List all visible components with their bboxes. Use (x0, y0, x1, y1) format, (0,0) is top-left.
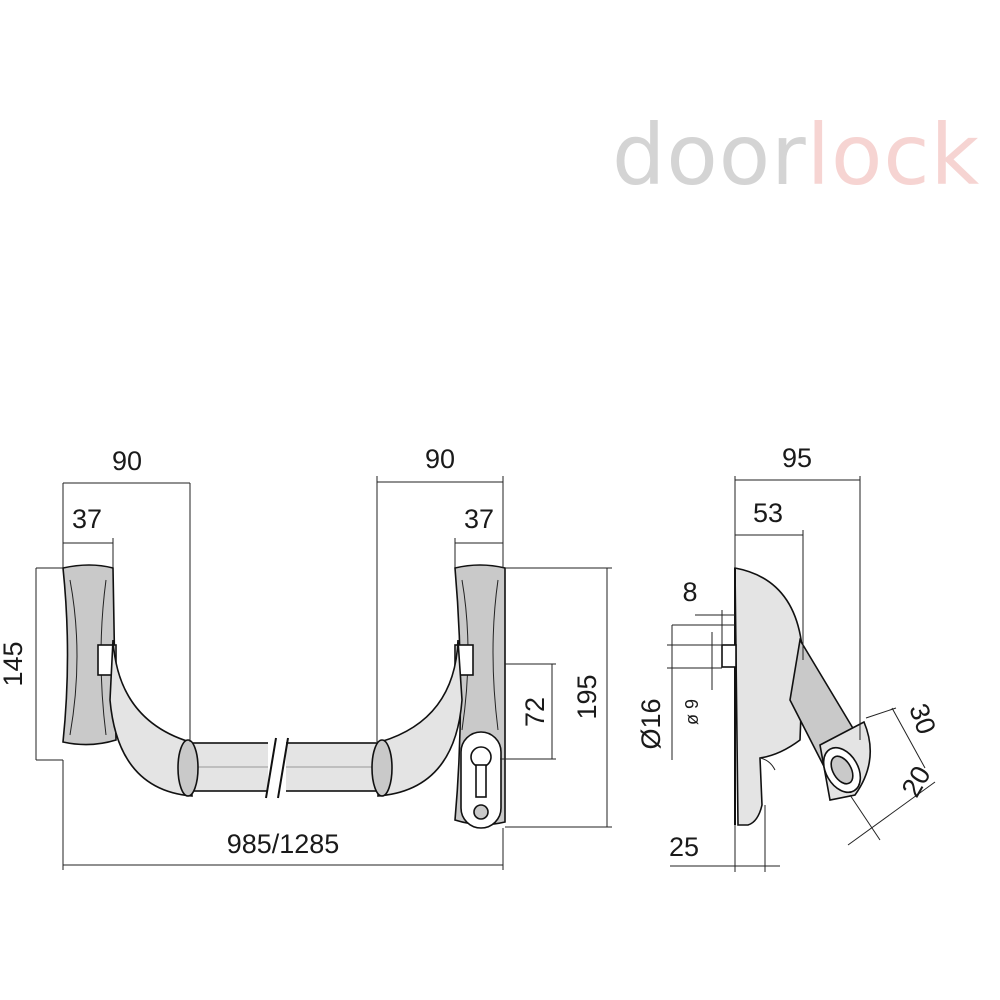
side-dimension-lines (667, 476, 936, 872)
dim-side-hole: ø 9 (682, 699, 702, 725)
dim-overall-length: 985/1285 (227, 829, 340, 859)
dim-left-height: 145 (0, 641, 28, 686)
keyhole-escutcheon (460, 731, 502, 829)
brand-logo: doorlock (612, 106, 980, 204)
dim-left-depth: 37 (72, 504, 102, 534)
dim-side-gap: 8 (682, 577, 697, 607)
dim-side-bar-dia: 30 (903, 700, 941, 738)
dim-right-width: 90 (425, 444, 455, 474)
side-view: 95 53 8 Ø16 ø 9 25 30 20 (636, 443, 942, 872)
dim-right-height: 195 (572, 674, 602, 719)
dim-side-total: 95 (782, 443, 812, 473)
front-dimension-lines (35, 476, 612, 870)
right-end-piece (371, 564, 506, 829)
left-end-piece (62, 564, 199, 797)
dim-right-cylinder: 72 (520, 697, 550, 727)
dim-side-tube: Ø16 (636, 698, 666, 749)
svg-text:doorlock: doorlock (612, 106, 980, 204)
side-lever-arm (789, 637, 871, 801)
dim-side-mid: 53 (753, 498, 783, 528)
dim-left-width: 90 (112, 446, 142, 476)
logo-text-lock: lock (807, 106, 981, 204)
dim-side-bar-len: 20 (896, 761, 937, 802)
front-view: 90 37 145 90 37 195 72 985/1285 (0, 444, 612, 870)
side-housing (721, 567, 804, 826)
dim-right-depth: 37 (464, 504, 494, 534)
dim-side-base: 25 (669, 832, 699, 862)
crossbar (184, 737, 386, 799)
logo-text-door: door (612, 106, 807, 204)
